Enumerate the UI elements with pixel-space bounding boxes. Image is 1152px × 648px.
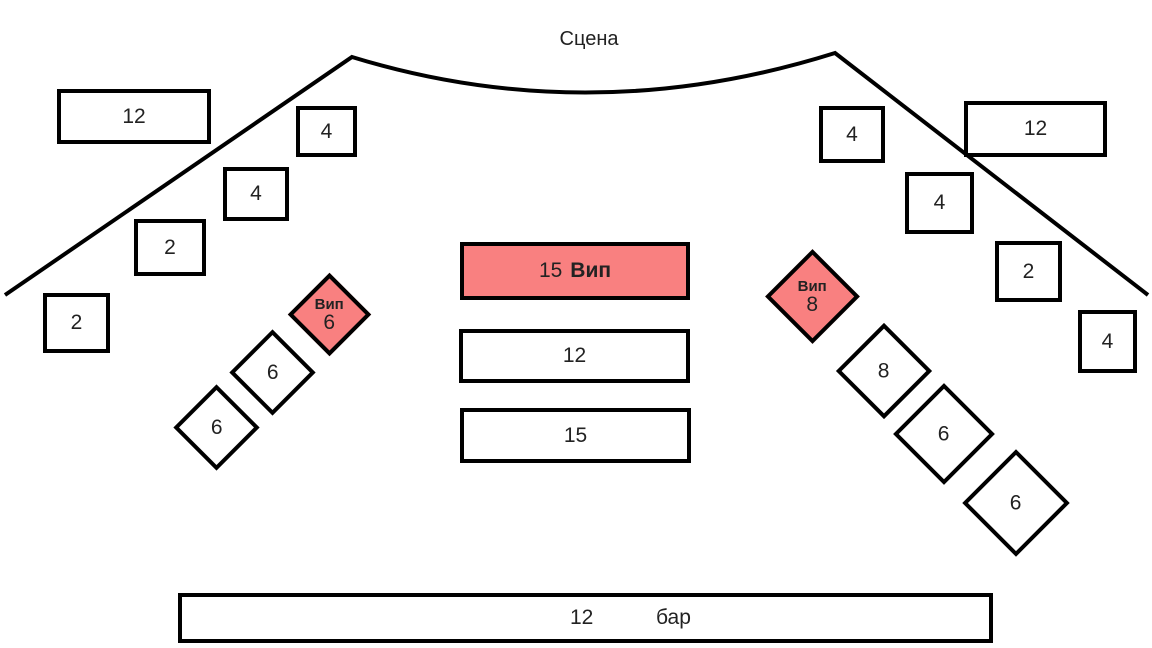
table-seats: 2 (1022, 259, 1035, 283)
stage-label: Сцена (559, 28, 619, 50)
table-left-12[interactable]: 12 (57, 89, 211, 144)
table-right-4c[interactable]: 4 (1078, 310, 1137, 373)
bar-counter[interactable]: 12 бар (178, 593, 993, 643)
table-center-12[interactable]: 12 (459, 329, 690, 383)
table-seats: 6 (266, 361, 279, 384)
table-seats: 2 (70, 311, 83, 334)
table-seats: 4 (320, 119, 333, 143)
vip-label: Вип (797, 277, 828, 295)
table-seats: 4 (1101, 329, 1114, 353)
table-seats: 6 (210, 416, 223, 439)
table-left-4a[interactable]: 4 (296, 106, 357, 157)
table-left-2a[interactable]: 2 (134, 219, 206, 276)
bar-label: бар (656, 606, 691, 629)
table-right-4a[interactable]: 4 (819, 106, 885, 163)
table-seats: 8 (878, 359, 890, 383)
vip-label: Вип (314, 295, 345, 313)
table-label: Вип 6 (314, 295, 345, 334)
table-seats: 15 (563, 423, 588, 447)
bar-seats: 12 (570, 606, 594, 629)
table-center-15[interactable]: 15 (460, 408, 691, 463)
table-center-vip-15[interactable]: 15 Вип (460, 242, 690, 300)
table-seats: 15 (538, 259, 563, 282)
vip-label: Вип (570, 259, 612, 282)
table-seats: 8 (806, 292, 819, 316)
table-seats: 6 (1010, 491, 1022, 515)
table-seats: 12 (122, 104, 146, 128)
table-seats: 12 (1023, 117, 1048, 140)
table-right-12[interactable]: 12 (964, 101, 1107, 157)
table-seats: 12 (562, 344, 587, 367)
table-left-4b[interactable]: 4 (223, 167, 289, 221)
stage-line (3, 50, 1150, 297)
table-seats: 6 (938, 422, 950, 446)
table-seats: 4 (933, 191, 946, 214)
table-seats: 6 (323, 310, 336, 334)
table-right-2[interactable]: 2 (995, 241, 1062, 302)
table-seats: 2 (164, 235, 176, 259)
table-right-4b[interactable]: 4 (905, 172, 974, 234)
table-seats: 4 (846, 122, 858, 146)
table-seats: 4 (250, 182, 262, 205)
table-left-2b[interactable]: 2 (43, 293, 110, 353)
table-label: Вип 8 (797, 277, 828, 316)
